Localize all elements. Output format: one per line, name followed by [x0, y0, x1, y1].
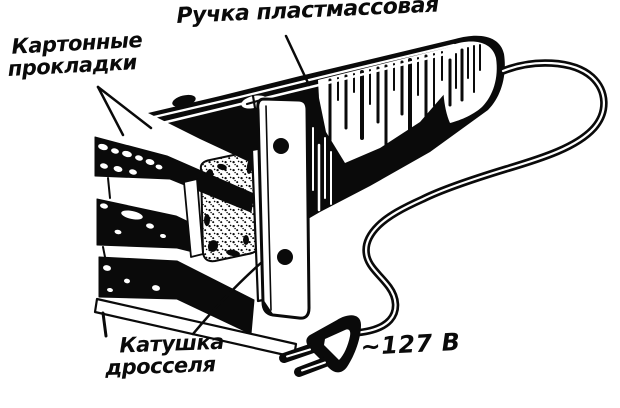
label-cardboard-spacers: Картонные прокладки [6, 28, 144, 81]
plug-prongs [279, 343, 333, 377]
leader-coil [191, 260, 264, 336]
power-plug-drawing [279, 315, 361, 377]
handle-drawing [148, 35, 505, 236]
core-stack-drawing [93, 136, 298, 359]
leader-spacers-1 [96, 85, 125, 137]
label-choke-coil-line2: дросселя [104, 352, 216, 381]
label-choke-coil: Катушка дросселя [104, 330, 225, 381]
handle-bump [172, 94, 196, 108]
label-voltage-text: ~127 В [359, 327, 462, 361]
leader-lines [96, 34, 311, 336]
plate-screw [273, 138, 289, 154]
power-cord-drawing [333, 59, 608, 337]
leader-spacers-2 [96, 85, 153, 130]
front-plate-drawing [256, 97, 311, 320]
label-voltage: ~127 В [359, 327, 462, 361]
leader-handle [284, 34, 311, 87]
plate-screw [277, 249, 293, 265]
